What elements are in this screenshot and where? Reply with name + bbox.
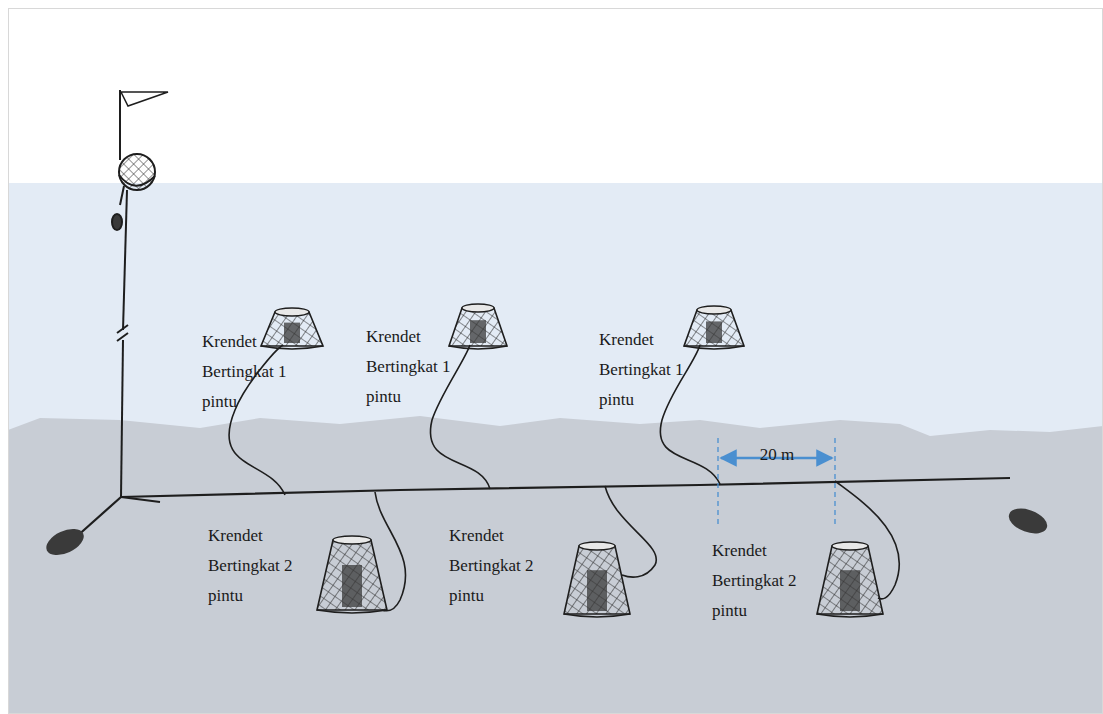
trap-label: Krendet Bertingkat 1 pintu [366,322,461,412]
branch-lines [229,345,899,611]
dimension-20m [718,438,835,526]
trap [817,542,883,617]
water [8,183,1103,714]
trap [564,542,630,617]
trap [449,304,507,349]
marker-buoy [112,90,168,497]
dimension-label: 20 m [747,444,807,466]
trap [317,536,387,613]
trap [684,306,744,349]
anchor-weight [1005,504,1050,538]
trap [261,308,323,349]
trap-label: Krendet Bertingkat 2 pintu [208,521,303,611]
trap-label: Krendet Bertingkat 1 pintu [202,327,297,417]
trap-label: Krendet Bertingkat 1 pintu [599,325,694,415]
trap-label: Krendet Bertingkat 2 pintu [712,536,807,626]
seabed [8,416,1103,714]
frame [9,9,1103,714]
anchor-weight [42,524,88,561]
trap-label: Krendet Bertingkat 2 pintu [449,521,544,611]
